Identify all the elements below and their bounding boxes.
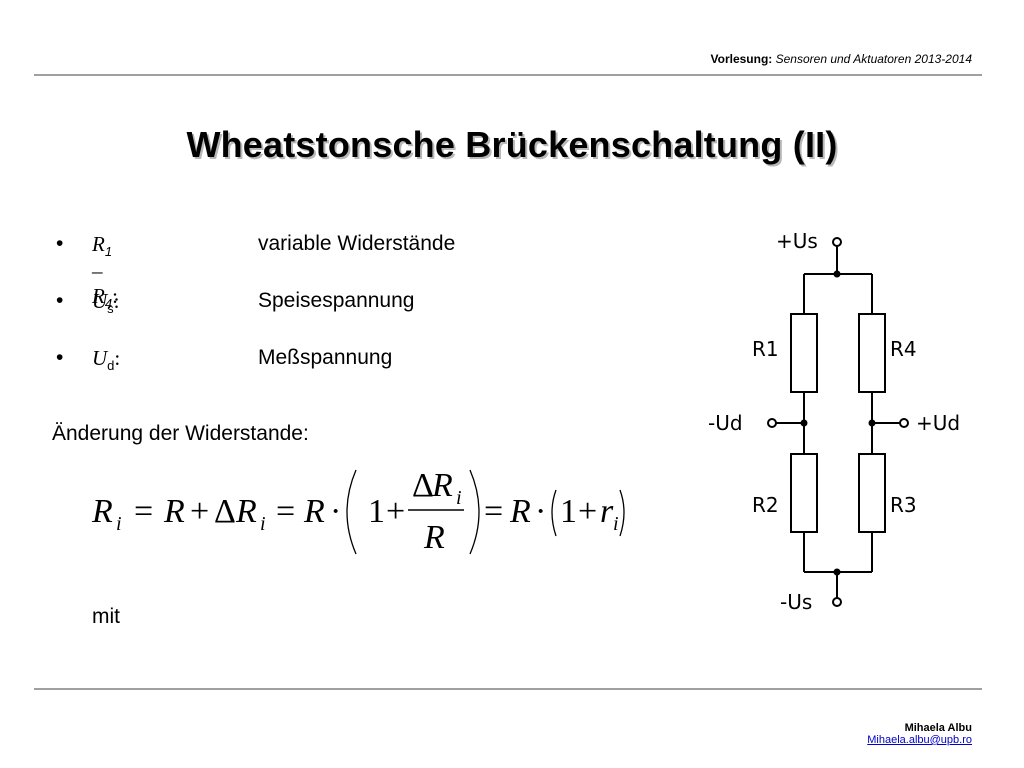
label-r3: R3 (890, 493, 917, 517)
label-plus-us: +Us (776, 229, 818, 253)
bullet-symbol: R1 – R4: (92, 232, 118, 312)
svg-text:1: 1 (368, 493, 385, 530)
label-r2: R2 (752, 493, 779, 517)
terminal-plus-ud (899, 418, 909, 428)
svg-text:=: = (134, 493, 153, 530)
svg-text:Δ: Δ (412, 467, 434, 504)
svg-text:=: = (276, 493, 295, 530)
label-minus-us: -Us (780, 590, 812, 614)
top-divider (34, 74, 982, 76)
resistance-formula: R i = R + Δ R i = R · 1 + Δ R i R = R · … (91, 467, 625, 556)
svg-text:R: R (91, 493, 113, 530)
label-r4: R4 (890, 337, 917, 361)
bullet-description: variable Widerstände (258, 232, 456, 255)
svg-text:R: R (303, 493, 325, 530)
svg-text:R: R (235, 493, 257, 530)
header-course: Sensoren und Aktuatoren 2013-2014 (775, 52, 972, 66)
course-header: Vorlesung: Sensoren und Aktuatoren 2013-… (711, 52, 973, 66)
bottom-divider (34, 688, 982, 690)
svg-text:Δ: Δ (214, 493, 236, 530)
svg-text:+: + (578, 493, 597, 530)
author-footer: Mihaela Albu Mihaela.albu@upb.ro (867, 722, 972, 746)
svg-text:+: + (190, 493, 209, 530)
svg-text:i: i (116, 513, 122, 535)
bullet-symbol: Ud: (92, 346, 121, 374)
label-minus-ud: -Ud (708, 411, 743, 435)
section-text: Änderung der Widerstande: (52, 422, 309, 445)
author-email-link[interactable]: Mihaela.albu@upb.ro (867, 734, 972, 746)
svg-text:1: 1 (560, 493, 577, 530)
resistor-r4 (858, 313, 886, 393)
svg-text:+: + (386, 493, 405, 530)
resistor-r3 (858, 453, 886, 533)
svg-text:i: i (260, 513, 266, 535)
svg-text:i: i (613, 513, 619, 535)
svg-text:·: · (535, 493, 546, 530)
svg-text:R: R (163, 493, 185, 530)
bullet-dot: • (56, 346, 64, 369)
bullet-symbol: Us: (92, 289, 120, 317)
terminal-minus-ud (767, 418, 777, 428)
author-name: Mihaela Albu (904, 722, 972, 734)
svg-text:i: i (456, 487, 462, 509)
terminal-plus-us (832, 237, 842, 247)
bullet-dot: • (56, 232, 64, 255)
svg-text:·: · (330, 493, 341, 530)
svg-text:R: R (423, 519, 445, 556)
label-plus-ud: +Ud (916, 411, 960, 435)
resistor-r2 (790, 453, 818, 533)
svg-text:R: R (431, 467, 453, 504)
svg-text:R: R (509, 493, 531, 530)
bullet-dot: • (56, 289, 64, 312)
bullet-description: Meßspannung (258, 346, 393, 369)
header-label: Vorlesung: (710, 52, 773, 66)
mit-text: mit (92, 605, 120, 628)
terminal-minus-us (832, 597, 842, 607)
resistor-r1 (790, 313, 818, 393)
slide-title: Wheatstonsche Brückenschaltung (II) (186, 124, 838, 165)
svg-text:r: r (600, 493, 614, 530)
bridge-circuit-diagram: +Us R1 R2 R4 R3 -Us -Ud +Ud (708, 229, 960, 614)
bullet-description: Speisespannung (258, 289, 415, 312)
label-r1: R1 (752, 337, 779, 361)
svg-text:=: = (484, 493, 503, 530)
